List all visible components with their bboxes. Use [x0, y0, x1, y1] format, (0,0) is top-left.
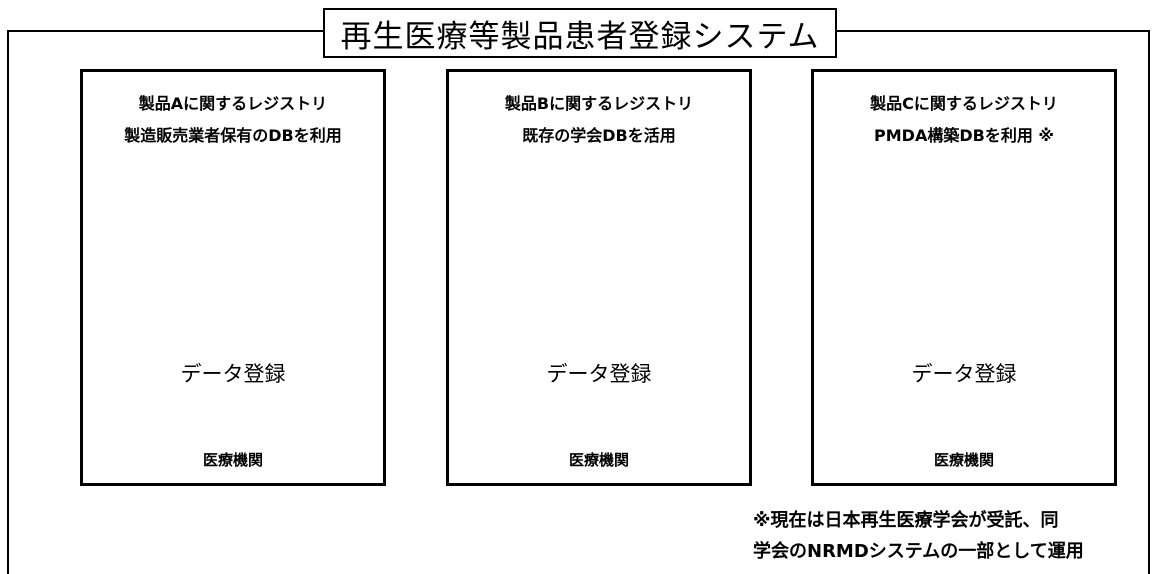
outer-frame	[7, 30, 1150, 574]
registry-db-note: PMDA構築DBを利用 ※	[874, 126, 1054, 145]
data-entry-label: データ登録	[546, 362, 652, 386]
registry-name: 製品Bに関するレジストリ	[504, 94, 694, 113]
registry-panel-a: 製品Aに関するレジストリ 製造販売業者保有のDBを利用 データ登録 医療機関	[80, 69, 386, 486]
institutions-label: 医療機関	[568, 451, 629, 469]
data-entry-label: データ登録	[911, 362, 1017, 386]
registry-name: 製品Aに関するレジストリ	[138, 94, 328, 113]
panel-header: 製品Aに関するレジストリ 製造販売業者保有のDBを利用	[83, 88, 383, 152]
panel-header: 製品Bに関するレジストリ 既存の学会DBを活用	[449, 88, 749, 152]
institutions-label: 医療機関	[202, 451, 263, 469]
registry-db-note: 既存の学会DBを活用	[522, 126, 676, 145]
institutions-label: 医療機関	[933, 451, 994, 469]
panel-header: 製品Cに関するレジストリ PMDA構築DBを利用 ※	[814, 88, 1114, 152]
registry-panel-c: 製品Cに関するレジストリ PMDA構築DBを利用 ※ データ登録 医療機関	[811, 69, 1117, 486]
registry-name: 製品Cに関するレジストリ	[870, 94, 1058, 113]
footnote-line: 学会のNRMDシステムの一部として運用	[753, 541, 1084, 562]
system-title: 再生医療等製品患者登録システム	[323, 8, 837, 58]
registry-panel-b: 製品Bに関するレジストリ 既存の学会DBを活用 データ登録 医療機関	[446, 69, 752, 486]
footnote: ※現在は日本再生医療学会が受託、同 学会のNRMDシステムの一部として運用	[753, 505, 1084, 567]
data-entry-label: データ登録	[180, 362, 286, 386]
footnote-line: ※現在は日本再生医療学会が受託、同	[753, 510, 1059, 531]
registry-db-note: 製造販売業者保有のDBを利用	[124, 126, 342, 145]
